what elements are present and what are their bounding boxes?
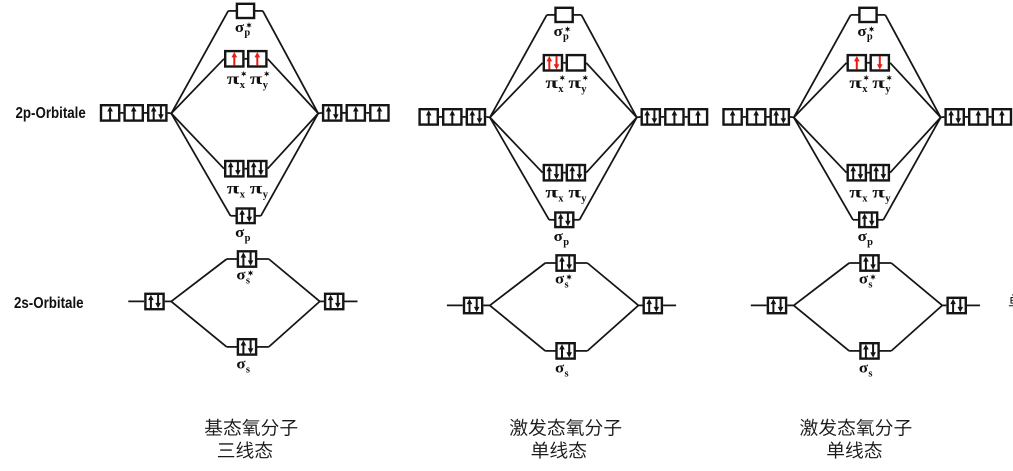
svg-text:x: x bbox=[558, 193, 564, 204]
svg-text:p: p bbox=[244, 28, 250, 39]
svg-text:y: y bbox=[885, 84, 891, 95]
svg-text:x: x bbox=[240, 189, 246, 200]
svg-text:π: π bbox=[849, 185, 862, 202]
svg-text:p: p bbox=[245, 233, 251, 244]
svg-text:π: π bbox=[250, 71, 263, 88]
svg-text:y: y bbox=[885, 193, 891, 204]
svg-text:p: p bbox=[563, 32, 569, 43]
svg-text:y: y bbox=[263, 189, 269, 200]
svg-text:p: p bbox=[563, 237, 569, 248]
svg-text:σ: σ bbox=[555, 360, 565, 376]
svg-text:y: y bbox=[581, 84, 587, 95]
svg-text:σ: σ bbox=[235, 20, 245, 36]
svg-text:π: π bbox=[545, 75, 558, 92]
svg-text:s: s bbox=[246, 364, 250, 375]
svg-text:p: p bbox=[867, 237, 873, 248]
svg-text:x: x bbox=[862, 193, 868, 204]
svg-text:x: x bbox=[558, 84, 564, 95]
svg-text:y: y bbox=[263, 80, 269, 91]
svg-text:π: π bbox=[545, 185, 558, 202]
svg-text:σ: σ bbox=[554, 24, 564, 40]
svg-text:π: π bbox=[849, 75, 862, 92]
svg-text:π: π bbox=[872, 75, 885, 92]
svg-text:σ: σ bbox=[857, 24, 867, 40]
svg-text:π: π bbox=[250, 181, 263, 198]
svg-text:σ: σ bbox=[236, 356, 246, 372]
svg-text:s: s bbox=[565, 368, 569, 379]
svg-text:π: π bbox=[568, 75, 581, 92]
svg-text:σ: σ bbox=[555, 272, 565, 288]
svg-text:x: x bbox=[862, 84, 868, 95]
svg-text:π: π bbox=[227, 71, 240, 88]
svg-text:2s-Orbitale: 2s-Orbitale bbox=[14, 295, 84, 312]
svg-text:π: π bbox=[227, 181, 240, 198]
svg-text:σ: σ bbox=[235, 225, 245, 241]
svg-text:σ: σ bbox=[236, 268, 246, 284]
svg-text:s: s bbox=[868, 368, 872, 379]
svg-text:σ: σ bbox=[858, 229, 868, 245]
svg-text:σ: σ bbox=[859, 272, 869, 288]
svg-text:s: s bbox=[246, 276, 250, 287]
svg-text:s: s bbox=[565, 280, 569, 291]
svg-text:2p-Orbitale: 2p-Orbitale bbox=[16, 105, 86, 122]
svg-text:p: p bbox=[867, 32, 873, 43]
svg-text:s: s bbox=[868, 280, 872, 291]
svg-text:π: π bbox=[568, 185, 581, 202]
svg-text:σ: σ bbox=[554, 229, 564, 245]
svg-text:σ: σ bbox=[859, 360, 869, 376]
svg-text:x: x bbox=[240, 80, 246, 91]
svg-text:y: y bbox=[581, 193, 587, 204]
svg-text:π: π bbox=[872, 185, 885, 202]
